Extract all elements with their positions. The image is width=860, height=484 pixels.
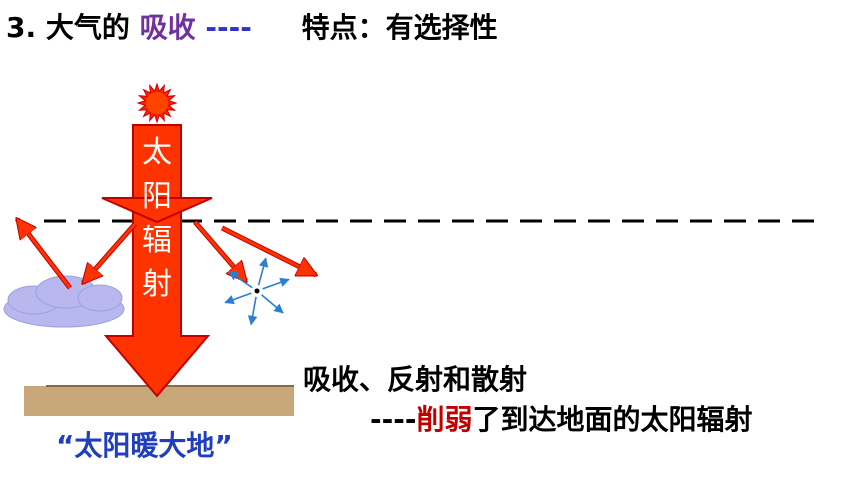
scatter-arrow-3	[261, 294, 284, 314]
scatter-arrow-2	[262, 277, 290, 290]
title-prefix: 大气的	[45, 11, 130, 44]
title-feature: 特点：有选择性	[301, 11, 498, 44]
effect-caption-line1: 吸收、反射和散射	[303, 363, 528, 396]
scatter-arrow-6	[228, 270, 253, 289]
caption-highlight: 削弱	[416, 403, 473, 436]
scattering-arrows	[224, 257, 290, 326]
scatter-arrow-5	[224, 292, 252, 305]
title-highlight: 吸收	[139, 11, 196, 44]
cloud-reflection-arrow-core	[17, 219, 72, 289]
arrow-label-char-3: 辐	[142, 223, 172, 258]
scatter-arrow-1	[257, 257, 269, 286]
slide-title: 3. 大气的 吸收 ---- 特点：有选择性	[6, 6, 498, 46]
caption-suffix: 了到达地面的太阳辐射	[472, 403, 753, 436]
solar-radiation-arrow	[103, 124, 211, 398]
atmosphere-reflection-arrow-core	[221, 226, 316, 275]
title-dashes: ----	[205, 11, 252, 44]
ground-label: “太阳暖大地”	[56, 429, 233, 462]
caption-dashes: ----	[370, 403, 417, 436]
title-number: 3.	[6, 11, 37, 44]
arrow-to-particle-core	[193, 221, 246, 281]
arrow-label-char-1: 太	[142, 135, 172, 170]
arrow-label-char-4: 射	[142, 267, 172, 302]
scatter-particle	[254, 288, 260, 294]
effect-caption-line2: ----削弱了到达地面的太阳辐射	[370, 398, 753, 438]
scatter-arrow-4	[247, 296, 258, 326]
arrow-label-char-2: 阳	[142, 179, 172, 214]
sun-icon	[136, 82, 178, 124]
solar-radiation-arrow-fan	[101, 197, 213, 224]
arrow-to-cloud-core	[83, 223, 137, 283]
